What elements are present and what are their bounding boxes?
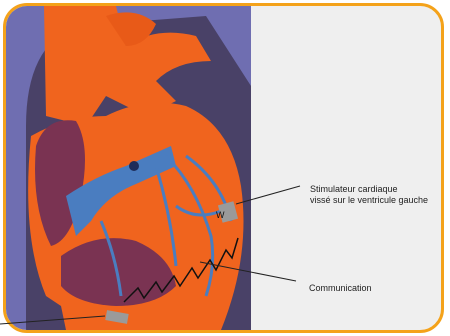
label-stimulateur: Stimulateur cardiaque vissé sur le ventr… — [310, 184, 428, 206]
diagram-frame: W Stimulateur cardiaque vissé sur le ven… — [3, 3, 444, 333]
svg-text:W: W — [216, 210, 225, 220]
label-stimulateur-line1: Stimulateur cardiaque — [310, 184, 428, 195]
label-communication: Communication — [309, 283, 372, 294]
label-stimulateur-line2: vissé sur le ventricule gauche — [310, 195, 428, 206]
heart-illustration: W — [6, 6, 251, 330]
vessel-opening — [129, 161, 139, 171]
